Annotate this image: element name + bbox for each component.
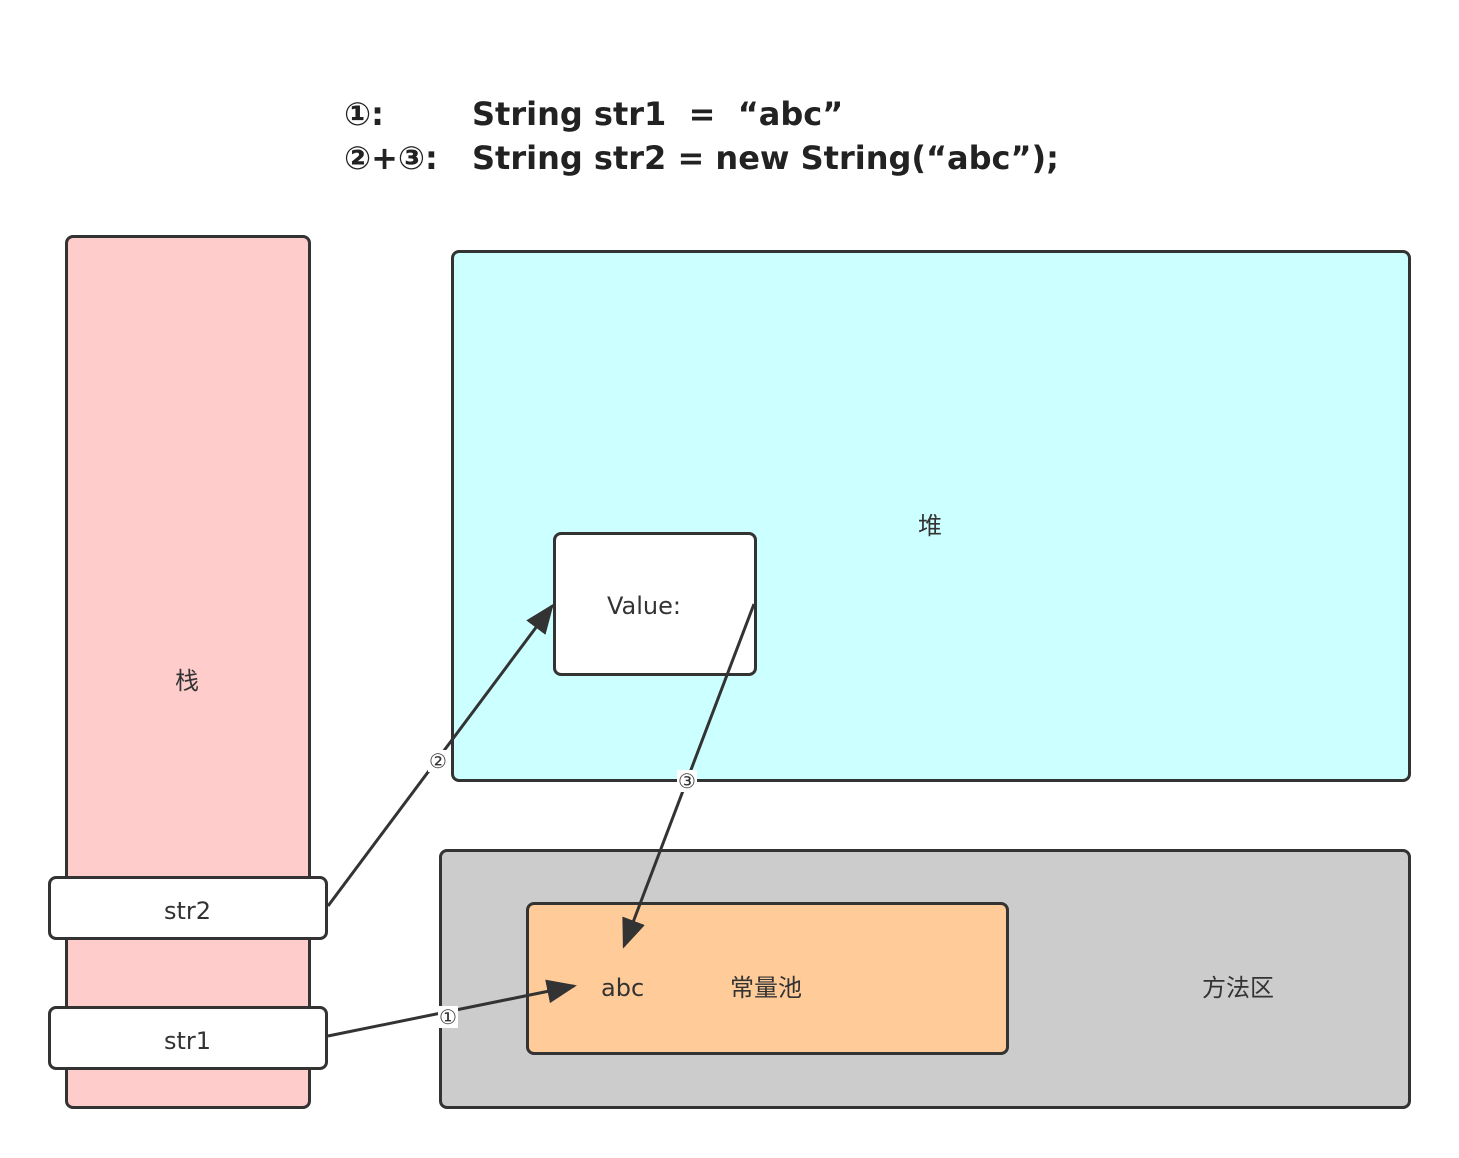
string-object-label: Value:	[607, 592, 681, 620]
step-1-label: ①	[438, 1005, 458, 1029]
str2-variable-box	[48, 876, 328, 940]
step-3-label: ③	[677, 769, 697, 793]
code-line-2: ②+③: String str2 = new String(“abc”);	[344, 136, 1059, 180]
constant-abc-label: abc	[601, 974, 645, 1002]
heap-region	[451, 250, 1411, 782]
stack-label: 栈	[175, 667, 199, 695]
code-line-2-text: String str2 = new String(“abc”);	[472, 139, 1059, 177]
step-2-label: ②	[428, 749, 448, 773]
method-area-label: 方法区	[1202, 974, 1274, 1002]
code-line-1-text: String str1 = “abc”	[472, 95, 844, 133]
code-line-1: ①: String str1 = “abc”	[344, 92, 1059, 136]
str2-label: str2	[164, 897, 212, 925]
heap-label: 堆	[918, 512, 942, 540]
constant-pool-region	[526, 902, 1009, 1055]
code-snippet: ①: String str1 = “abc” ②+③: String str2 = …	[344, 92, 1059, 180]
str1-variable-box	[48, 1006, 328, 1070]
code-line-1-marker: ①:	[344, 95, 384, 133]
str1-label: str1	[164, 1027, 212, 1055]
stack-region	[65, 235, 311, 1109]
constant-pool-label: 常量池	[730, 974, 802, 1002]
code-line-2-marker: ②+③:	[344, 139, 438, 177]
